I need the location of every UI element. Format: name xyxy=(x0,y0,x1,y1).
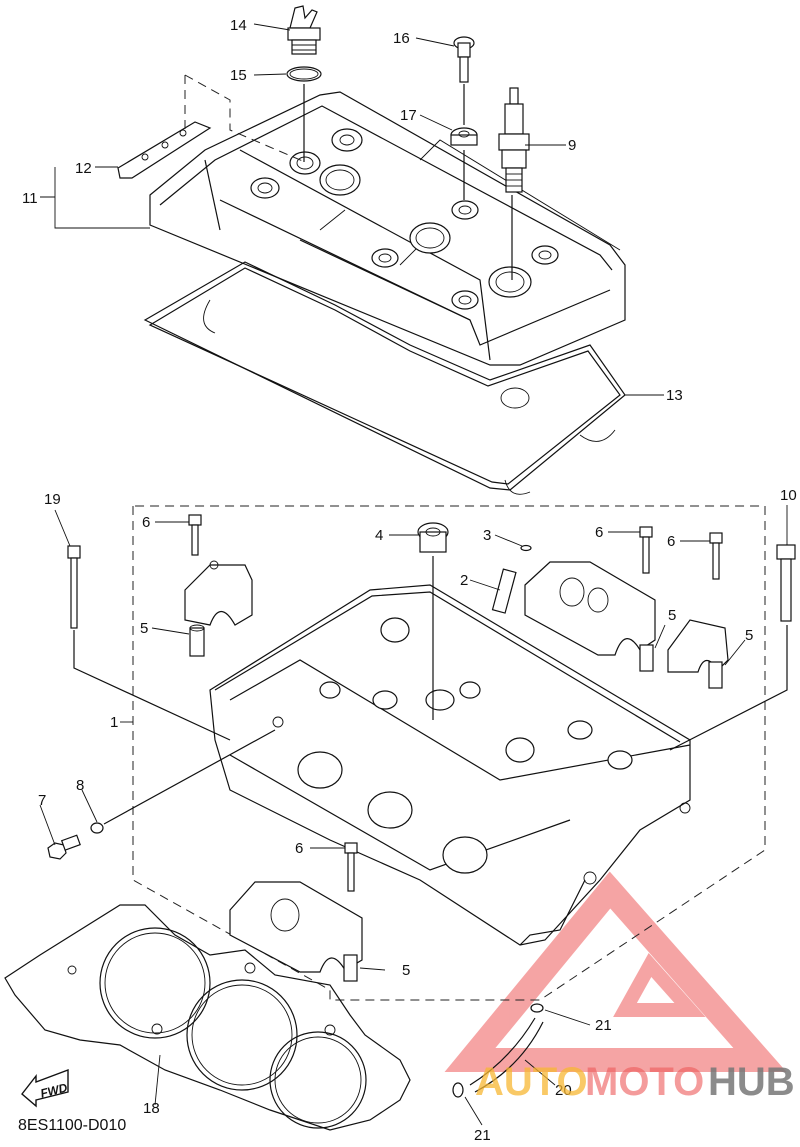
callout-5-c[interactable]: 5 xyxy=(745,627,753,644)
callout-19[interactable]: 19 xyxy=(44,491,61,508)
dowel-part-5-d[interactable] xyxy=(343,954,358,982)
bolt-part-7[interactable] xyxy=(47,834,81,860)
dowel-part-5-c[interactable] xyxy=(708,661,723,689)
spark-plug-part-9[interactable] xyxy=(498,87,530,193)
hose-part-20[interactable] xyxy=(469,1017,544,1093)
callout-5-d[interactable]: 5 xyxy=(402,962,410,979)
guide-part-2[interactable] xyxy=(491,568,517,614)
callout-10[interactable]: 10 xyxy=(780,487,797,504)
callout-16[interactable]: 16 xyxy=(393,30,410,47)
callout-21-a[interactable]: 21 xyxy=(595,1017,612,1034)
callout-11[interactable]: 11 xyxy=(22,190,38,207)
callout-5-b[interactable]: 5 xyxy=(668,607,676,624)
cylinder-head-cover[interactable] xyxy=(149,91,626,366)
callout-12[interactable]: 12 xyxy=(75,160,92,177)
callout-7[interactable]: 7 xyxy=(38,792,46,809)
callout-5-a[interactable]: 5 xyxy=(140,620,148,637)
bolt-part-6-c[interactable] xyxy=(709,532,723,580)
dowel-part-5-a[interactable] xyxy=(189,624,205,657)
callout-6-b[interactable]: 6 xyxy=(595,524,603,541)
grommet-part-17[interactable] xyxy=(450,127,478,146)
watermark-hub: HUB xyxy=(708,1060,795,1104)
dowel-part-5-b[interactable] xyxy=(639,644,654,672)
callout-6-c[interactable]: 6 xyxy=(667,533,675,550)
callout-13[interactable]: 13 xyxy=(666,387,683,404)
washer-part-8[interactable] xyxy=(90,822,104,834)
callout-4[interactable]: 4 xyxy=(375,527,383,544)
callout-3[interactable]: 3 xyxy=(483,527,491,544)
clip-part-21-a[interactable] xyxy=(530,1003,544,1013)
oil-filler-cap-part-14[interactable] xyxy=(287,5,321,55)
callout-17[interactable]: 17 xyxy=(400,107,417,124)
callout-1[interactable]: 1 xyxy=(110,714,118,731)
fwd-label: FWD xyxy=(39,1080,69,1100)
callout-6-a[interactable]: 6 xyxy=(142,514,150,531)
watermark-logo-triangle xyxy=(444,871,787,1072)
cover-gasket-part-13[interactable] xyxy=(143,261,626,495)
callout-18[interactable]: 18 xyxy=(143,1100,160,1117)
clip-part-21-b[interactable] xyxy=(452,1082,464,1098)
callout-14[interactable]: 14 xyxy=(230,17,247,34)
forward-arrow-icon: FWD xyxy=(21,1068,69,1108)
callout-20[interactable]: 20 xyxy=(555,1082,572,1099)
callout-15[interactable]: 15 xyxy=(230,67,247,84)
o-ring-part-15[interactable] xyxy=(286,66,322,82)
bolt-part-6-b[interactable] xyxy=(639,526,653,574)
callout-8[interactable]: 8 xyxy=(76,777,84,794)
plug-part-4[interactable] xyxy=(417,522,449,553)
watermark-auto: AUTO xyxy=(475,1060,588,1104)
watermark-text: AUTO MOTO HUB xyxy=(475,1060,795,1104)
cylinder-head-part-1[interactable] xyxy=(209,584,691,946)
cam-cap-left[interactable] xyxy=(184,560,253,626)
bolt-part-16[interactable] xyxy=(453,36,475,83)
bolt-part-6-d[interactable] xyxy=(344,842,358,892)
callout-9[interactable]: 9 xyxy=(568,137,576,154)
cam-cap-bottom[interactable] xyxy=(229,881,363,973)
drawing-code: 8ES1100-D010 xyxy=(18,1117,126,1134)
clip-part-3[interactable] xyxy=(520,544,532,552)
cam-cap-right-large[interactable] xyxy=(524,561,656,656)
bolt-part-19[interactable] xyxy=(67,545,81,629)
callout-2[interactable]: 2 xyxy=(460,572,468,589)
head-gasket-part-18[interactable] xyxy=(4,904,411,1131)
callout-6-d[interactable]: 6 xyxy=(295,840,303,857)
bolt-part-6-a[interactable] xyxy=(188,514,202,556)
plate-part-12[interactable] xyxy=(117,121,212,179)
assembly-boundary xyxy=(132,505,766,1001)
bolt-part-10[interactable] xyxy=(776,544,796,622)
watermark-moto: MOTO xyxy=(585,1060,704,1104)
callout-21-b[interactable]: 21 xyxy=(474,1127,491,1144)
cam-cap-right-small[interactable] xyxy=(667,619,729,673)
